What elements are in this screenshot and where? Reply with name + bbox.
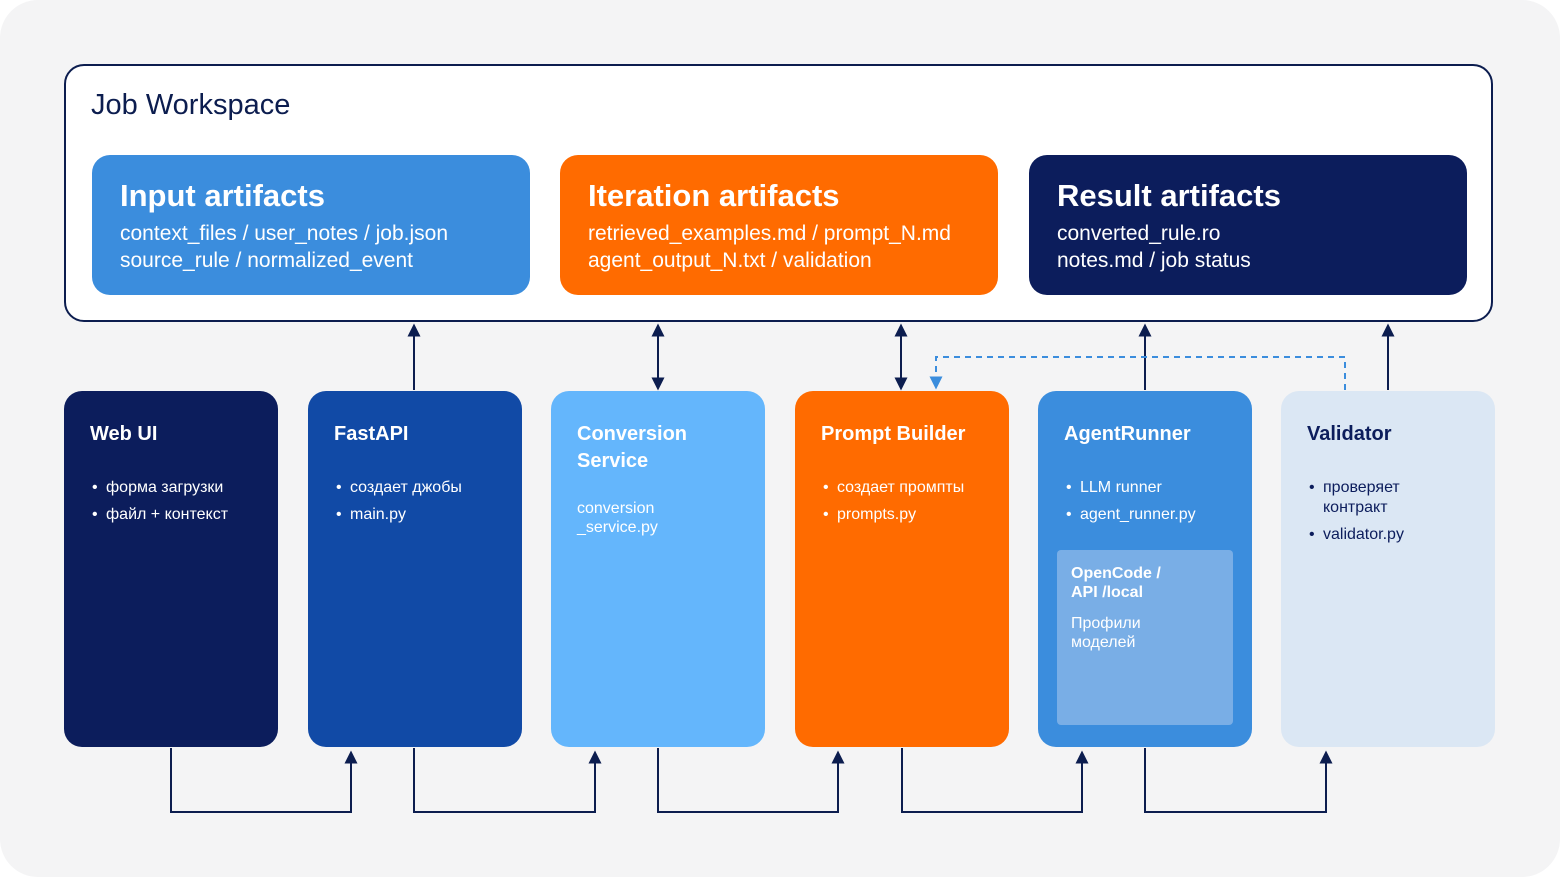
model-profiles-title: OpenCode / API /local (1071, 565, 1161, 601)
input-artifacts-card: Input artifacts context_files / user_not… (92, 155, 530, 295)
iteration-artifacts-line-2: agent_output_N.txt / validation (588, 249, 872, 272)
fastapi-to-conversion-arrow (413, 748, 602, 813)
fastapi-bullet-2: main.py (334, 505, 496, 525)
model-profiles-card: OpenCode / API /local Профили моделей (1057, 550, 1233, 725)
validator-bullet-1: проверяет контракт (1307, 478, 1433, 518)
prompt-builder-title: Prompt Builder (821, 423, 966, 445)
workspace-title: Job Workspace (91, 89, 291, 121)
conversion-service-file: conversion _service.py (577, 500, 658, 536)
prompt-builder-module: Prompt Builder создает промпты prompts.p… (795, 391, 1009, 747)
validator-module: Validator проверяет контракт validator.p… (1281, 391, 1495, 747)
iteration-artifacts-line-1: retrieved_examples.md / prompt_N.md (588, 222, 951, 245)
agent-runner-module: AgentRunner LLM runner agent_runner.py O… (1038, 391, 1252, 747)
result-artifacts-line-2: notes.md / job status (1057, 249, 1251, 272)
agent-runner-title: AgentRunner (1064, 423, 1191, 445)
validator-bullet-2: validator.py (1307, 525, 1469, 545)
fastapi-module: FastAPI создает джобы main.py (308, 391, 522, 747)
input-artifacts-title: Input artifacts (120, 178, 325, 213)
result-artifacts-card: Result artifacts converted_rule.ro notes… (1029, 155, 1467, 295)
webui-to-fastapi-arrow (170, 748, 358, 813)
web-ui-bullet-1: форма загрузки (90, 478, 252, 498)
result-artifacts-line-1: converted_rule.ro (1057, 222, 1221, 245)
agent-to-validator-arrow (1144, 748, 1333, 813)
iteration-artifacts-title: Iteration artifacts (588, 178, 840, 213)
prompt-to-agent-arrow (901, 748, 1089, 813)
validator-title: Validator (1307, 423, 1392, 445)
input-artifacts-line-2: source_rule / normalized_event (120, 249, 413, 272)
web-ui-module: Web UI форма загрузки файл + контекст (64, 391, 278, 747)
fastapi-title: FastAPI (334, 423, 409, 445)
agent-runner-bullet-2: agent_runner.py (1064, 505, 1226, 525)
prompt-builder-bullet-1: создает промпты (821, 478, 983, 498)
conversion-service-module: Conversion Service conversion _service.p… (551, 391, 765, 747)
input-artifacts-line-1: context_files / user_notes / job.json (120, 222, 449, 245)
prompt-builder-bullet-2: prompts.py (821, 505, 983, 525)
result-artifacts-title: Result artifacts (1057, 178, 1281, 213)
validator-feedback-dashed-arrow (929, 356, 1346, 390)
conversion-to-prompt-arrow (657, 748, 845, 813)
iteration-artifacts-card: Iteration artifacts retrieved_examples.m… (560, 155, 998, 295)
web-ui-bullet-2: файл + контекст (90, 505, 252, 525)
agent-runner-bullet-1: LLM runner (1064, 478, 1226, 498)
fastapi-bullet-1: создает джобы (334, 478, 496, 498)
conversion-service-title: Conversion Service (577, 423, 688, 472)
web-ui-title: Web UI (90, 423, 158, 445)
model-profiles-body: Профили моделей (1071, 615, 1141, 651)
